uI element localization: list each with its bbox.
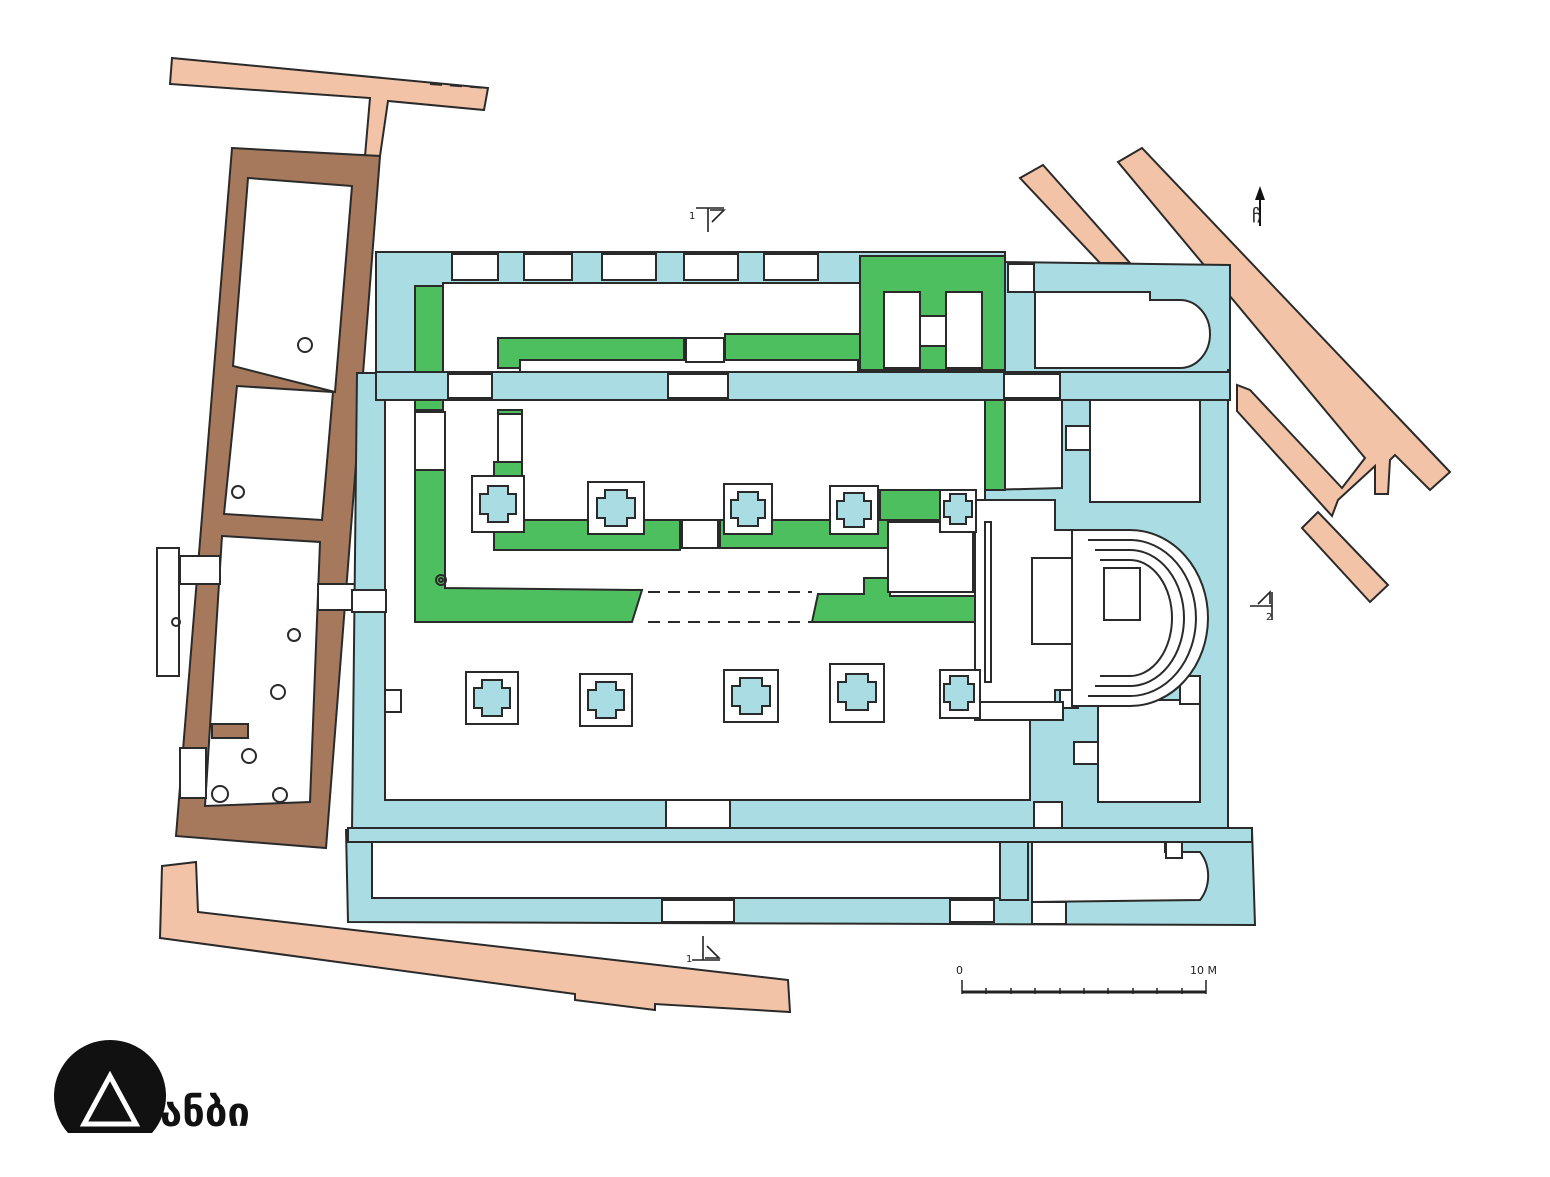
green-north-east-window-2 [945,291,983,369]
annex-bench [211,723,249,739]
north-arrow-label: ჩ [1252,206,1261,227]
south-gallery-interior [371,841,1001,899]
north-arrow-icon [1255,186,1265,226]
chancel [887,499,1209,721]
north-window-1 [451,253,499,281]
south-inner-gap [681,519,719,549]
south-gallery-door-1 [949,899,995,923]
green-west-pier [414,411,446,471]
south-chapel-door [1033,801,1063,831]
green-north-east-mid [919,315,947,347]
north-door-east [1007,263,1035,293]
fence-wall-east-outer [1116,146,1452,518]
fence-wall-north [168,56,490,157]
east-room-door-5 [1179,675,1201,705]
section-label-bottom: 1 [686,954,692,965]
synthronon-2 [1095,549,1185,687]
green-south-east [810,577,976,623]
pier-south-2 [579,673,633,727]
nave-piers [435,475,981,727]
south-east-chapel-interior [1031,841,1210,904]
pier-north-2 [587,481,645,535]
scale-end-label: 10 M [1190,964,1217,977]
logo-text: ანბი [160,1090,250,1136]
green-inner-east [984,399,1006,491]
west-annex [156,146,382,850]
inner-wall-north-door-3 [1003,373,1061,399]
altar-table [1103,567,1141,621]
annex-circle-2 [231,485,245,499]
west-door [351,589,387,613]
green-pier-gap [497,413,523,463]
logo [54,1039,166,1133]
synthronon-1 [1088,539,1197,697]
nave-circle-marker [435,574,447,586]
annex-door-west [179,555,221,585]
inner-wall-north-door-1 [447,373,493,399]
annex-door-south [179,747,207,799]
annex-room-middle [222,384,335,522]
scale-bar [961,980,1207,994]
pier-south-3 [723,669,779,723]
south-wall-door [665,799,731,831]
north-inner-gap [685,337,725,363]
east-room-door-2 [1065,425,1091,451]
outer-fence-walls [158,56,1452,1014]
pier-south-1 [465,671,519,725]
green-north-east-block [859,255,1006,371]
pastophory-north [1089,397,1201,503]
north-window-2 [523,253,573,281]
pier-south-5 [939,669,981,719]
section-marker-top [696,207,726,232]
fence-wall-east-inner [1018,163,1133,264]
annex-circle-5 [270,684,286,700]
bema-screen-strip [984,521,992,683]
pier-north-5 [939,489,977,533]
green-north-east-window-1 [883,291,921,369]
scale-start-label: 0 [956,964,963,977]
north-window-3 [601,253,657,281]
annex-room-south [203,534,322,808]
fence-wall-east-stub [1300,510,1390,604]
section-markers [692,207,1273,961]
pier-south-4 [829,663,885,723]
bema-south-pier [974,701,1064,721]
inner-wall-north [375,371,1231,401]
section-label-top: 1 [689,211,695,222]
inner-wall-south [347,827,1253,843]
section-marker-bottom [692,936,721,961]
pier-north-4 [829,485,879,535]
annex-circle-1 [297,337,313,353]
annex-circle-3 [171,617,181,627]
annex-circle-8 [272,787,288,803]
fence-wall-south [158,860,792,1014]
inner-wall-north-door-2 [667,373,729,399]
pier-north-1 [471,475,525,533]
triangle-in-circle-icon [54,1039,166,1133]
dashed-traces [429,83,812,923]
bema-north-room [887,521,974,593]
pastophory-south [1097,699,1201,803]
annex-circle-6 [241,748,257,764]
section-marker-right [1250,590,1273,620]
dashed-fence-north [429,83,489,89]
east-room-door-3 [1073,741,1099,765]
nave-circle-marker-inner [438,577,444,583]
green-chancel-north [879,489,941,521]
annex-circle-4 [287,628,301,642]
south-gallery-door-2 [1031,901,1067,925]
north-east-chapel-interior [1034,291,1211,369]
annex-circle-7 [211,785,229,803]
west-niche [384,689,402,713]
north-window-4 [683,253,739,281]
south-gallery-gap [661,899,735,923]
pier-north-3 [723,483,773,535]
synthronon-3 [1100,559,1173,677]
annex-outer-step [156,547,180,677]
annex-room-north [231,176,354,394]
section-label-right: 2 [1266,612,1272,623]
inner-wall-strips [347,337,1253,843]
north-window-5 [763,253,819,281]
